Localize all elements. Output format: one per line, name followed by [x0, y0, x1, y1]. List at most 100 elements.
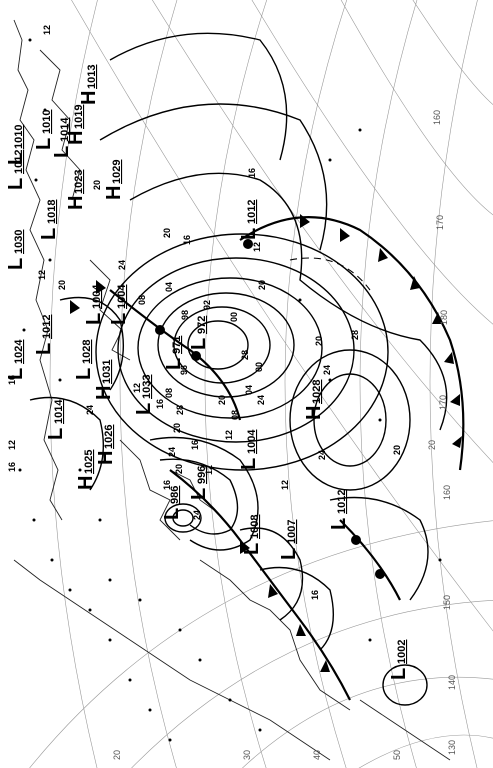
pressure-center-letter: L [83, 313, 105, 325]
pressure-center-letter: L [5, 178, 27, 190]
pressure-center-value: 996 [196, 466, 208, 484]
isobar-label: 16 [310, 590, 320, 600]
coordinate-label: 20 [112, 750, 122, 760]
isobar-label: 28 [350, 330, 360, 340]
pressure-center-letter: L [278, 548, 300, 560]
isobar-label: 24 [256, 395, 266, 405]
pressure-center-value: 1008 [249, 515, 261, 539]
isobar-label: 20 [257, 280, 267, 290]
pressure-center-value: 986 [169, 486, 181, 504]
low-pressure-center: L 1004 [238, 429, 260, 470]
isobar-label: 12 [252, 242, 262, 252]
isobar-label: 20 [217, 395, 227, 405]
station-observations [18, 38, 442, 742]
pressure-center-letter: L [188, 488, 210, 500]
isobar-label: 12 [37, 270, 47, 280]
low-pressure-center: L 1004 [83, 284, 105, 325]
pressure-center-value: 1028 [311, 380, 323, 404]
pressure-center-value: 1010 [13, 125, 25, 149]
isobars [29, 32, 448, 706]
isobar-label: 04 [164, 282, 174, 292]
low-pressure-center: L 1012 [238, 200, 260, 240]
coordinate-label: 180 [439, 310, 449, 325]
isobar-label: 16 [155, 399, 165, 409]
pressure-center-letter: H [93, 386, 115, 400]
isobar-label: 04 [244, 385, 254, 395]
pressure-center-letter: L [33, 343, 55, 355]
pressure-center-letter: L [45, 428, 67, 440]
isobar-label: 20 [57, 280, 67, 290]
pressure-center-value: 1004 [116, 284, 128, 309]
isobar-label: 24 [192, 510, 202, 520]
pressure-center-letter: L [161, 508, 183, 520]
pressure-center-letter: L [5, 258, 27, 270]
pressure-center-value: 971 [171, 336, 183, 354]
isobar-label: 16 [182, 235, 192, 245]
graticule [29, 0, 493, 768]
pressure-center-value: 1029 [111, 160, 123, 184]
pressure-center-letter: L [238, 458, 260, 470]
pressure-center-value: 1004 [91, 284, 103, 309]
pressure-center-letter: H [95, 451, 117, 465]
isobar-label: 98 [180, 310, 190, 320]
isobar-label: 28 [240, 350, 250, 360]
pressure-center-letter: L [388, 668, 410, 680]
coordinate-label: 160 [432, 110, 442, 125]
pressure-center-value: 1014 [59, 117, 71, 142]
pressure-center-letter: L [33, 138, 55, 150]
isobar-label: 20 [314, 336, 324, 346]
pressure-center-letter: H [75, 476, 97, 490]
pressure-center-letter: L [5, 153, 27, 165]
isobar-label: 12 [132, 383, 142, 393]
isobar-label: 20 [174, 464, 184, 474]
pressure-center-value: 1033 [141, 375, 153, 399]
isobar-label: 08 [137, 295, 147, 305]
high-pressure-center: H 1026 [95, 425, 117, 465]
isobar-label: 16 [7, 375, 17, 385]
isobar-label: 24 [322, 365, 332, 375]
isobar-label: 00 [254, 362, 264, 372]
pressure-center-letter: L [238, 228, 260, 240]
pressure-center-value: 1030 [13, 230, 25, 254]
pressure-center-letter: L [51, 146, 73, 158]
isobar-label: 28 [175, 405, 185, 415]
pressure-center-letter: L [5, 368, 27, 380]
isobar-label: 12 [224, 430, 234, 440]
isobar-label: 20 [92, 180, 102, 190]
isobar-label: 20 [172, 423, 182, 433]
low-pressure-center: L 1014 [51, 117, 73, 158]
coordinate-label: 20 [427, 440, 437, 450]
pressure-center-value: 1012 [13, 150, 25, 174]
isobar-label: 00 [229, 312, 239, 322]
high-pressure-center: H 1025 [75, 450, 97, 490]
pressure-center-value: 1024 [13, 339, 25, 364]
pressure-center-value: 1026 [103, 425, 115, 449]
isobar-label: 12 [42, 25, 52, 35]
isobar-label: 12 [7, 440, 17, 450]
pressure-center-value: 1012 [246, 200, 258, 224]
pressure-center-value: 1004 [246, 429, 258, 454]
coordinate-label: 40 [312, 750, 322, 760]
pressure-center-value: 1025 [83, 450, 95, 474]
pressure-center-value: 1013 [86, 65, 98, 89]
pressure-center-value: 1014 [53, 399, 65, 424]
isobar-label: 12 [204, 465, 214, 475]
isobar-label: 20 [392, 445, 402, 455]
low-pressure-center: L 996 [188, 466, 210, 500]
low-pressure-center: L 1030 [5, 230, 27, 270]
pressure-center-letter: L [73, 368, 95, 380]
coordinate-label: 170 [438, 395, 448, 410]
